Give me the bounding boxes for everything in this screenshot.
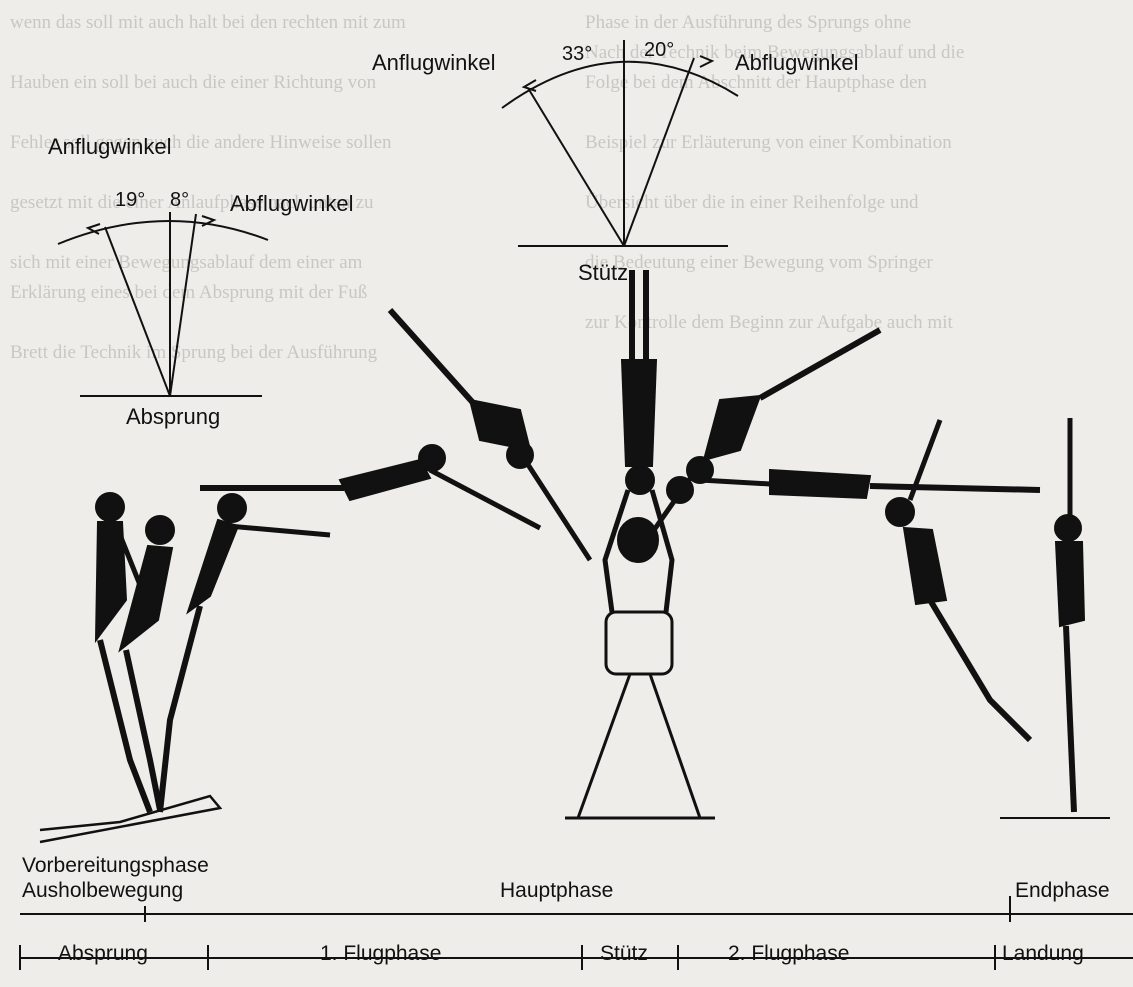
phase-main: Hauptphase [500,880,613,901]
buck-body [606,612,672,674]
takeoff-arc [58,221,268,244]
takeoff-departure-degree: 8° [170,190,189,210]
buck-leg-right [650,674,700,818]
buck-leg-left [578,674,630,818]
phase-timeline [20,896,1133,970]
gymnast-figures [96,270,1084,812]
vaulting-buck [565,612,715,818]
support-angle-diagram [502,40,738,246]
support-departure-degree: 20° [644,40,674,60]
takeoff-approach-degree: 19° [115,190,145,210]
springboard [40,796,220,842]
gymnast-landing [1055,418,1084,812]
takeoff-approach-title: Anflugwinkel [48,136,172,158]
phase-first-flight: 1. Flugphase [320,943,441,964]
gymnast-flight-2 [390,310,590,560]
takeoff-departure-title: Abflugwinkel [230,193,354,215]
gymnast-takeoff-3 [160,494,330,812]
gymnast-flight-3 [640,330,880,550]
phase-support: Stütz [600,943,648,964]
takeoff-approach-ray [105,227,170,396]
support-approach-title: Anflugwinkel [372,52,496,74]
phase-preparation: Vorbereitungsphase [22,855,209,876]
gymnast-flight-4 [667,470,1040,503]
takeoff-angle-diagram [58,212,268,396]
phase-second-flight: 2. Flugphase [728,943,849,964]
support-approach-degree: 33° [562,44,592,64]
phase-end: Endphase [1015,880,1110,901]
gymnast-flight-1 [200,445,540,528]
phase-windup: Ausholbewegung [22,880,183,901]
springboard-shape [40,796,220,842]
takeoff-base-label: Absprung [126,406,220,428]
support-arc [502,62,738,108]
gymnast-flight-5 [886,420,1030,740]
phase-landing: Landung [1002,943,1084,964]
support-departure-ray [624,58,694,246]
gymnast-support-handstand-head [618,518,658,562]
phase-takeoff: Absprung [58,943,148,964]
support-approach-ray [528,88,624,246]
gymnast-takeoff-1 [96,493,150,812]
support-arrow-right [700,56,712,67]
support-departure-title: Abflugwinkel [735,52,859,74]
support-base-label: Stütz [578,262,628,284]
takeoff-departure-ray [170,214,196,396]
support-arrow-left [524,80,536,91]
